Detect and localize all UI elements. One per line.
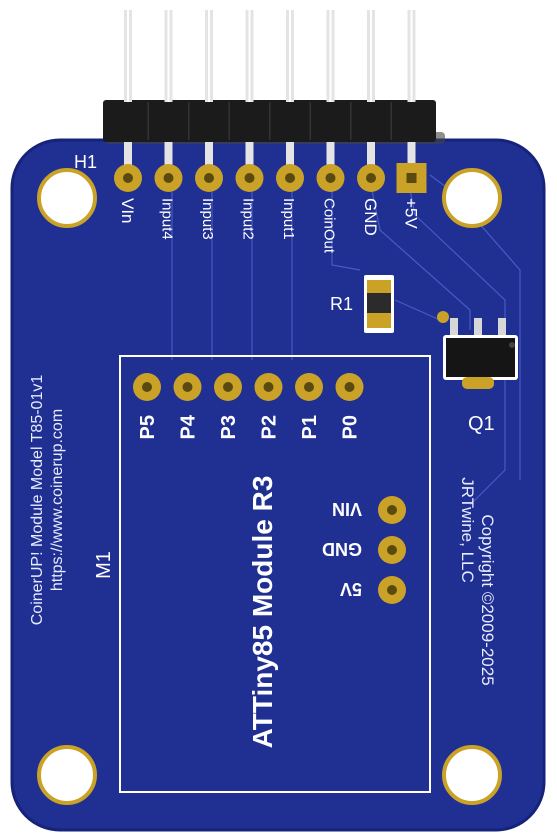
header-label-input3: Input3 — [199, 198, 216, 240]
header-pad-hole-gnd — [366, 173, 376, 183]
module-label-p0: P0 — [340, 415, 362, 439]
module-label-p1: P1 — [299, 415, 321, 439]
module-pad-hole-p4 — [182, 382, 193, 392]
header-ref-label: H1 — [74, 152, 97, 172]
module-pad-hole-p2 — [263, 382, 274, 392]
header-pins — [124, 10, 416, 172]
module-top-labels: P5 P4 P3 P2 P1 P0 — [137, 414, 362, 439]
header-pin-lower-input1 — [286, 142, 294, 172]
module-pad-hole-p1 — [304, 382, 314, 392]
mounting-hole-top-right — [442, 168, 502, 228]
module-ref-label: M1 — [93, 551, 115, 579]
module-title: ATTiny85 Module R3 — [247, 476, 278, 749]
header-pin-labels: VIn Input4 Input3 Input2 Input1 CoinOut GND +5V — [118, 198, 421, 254]
transistor-q1 — [437, 311, 518, 389]
header-pin-shine-input1 — [289, 10, 291, 102]
header-pin-shine-input4 — [167, 10, 170, 102]
module-side-pads — [378, 496, 406, 604]
module-label-p3: P3 — [218, 415, 240, 439]
header-label-gnd: GND — [361, 198, 380, 236]
header-label-input2: Input2 — [240, 198, 257, 240]
module-side-labels: VIN GND 5V — [322, 499, 362, 599]
transistor-ref-label: Q1 — [468, 413, 495, 435]
header-label-input1: Input1 — [280, 198, 297, 240]
header-pin-lower-coinout — [326, 142, 335, 172]
header-pad-hole-input4 — [163, 173, 174, 183]
header-pin-lower-input3 — [205, 142, 213, 172]
header-pin-lower-vin — [124, 142, 132, 172]
header-pin-shine-vin — [127, 10, 129, 102]
header-label-5v: +5V — [402, 198, 421, 229]
header-pin-shine-5v — [410, 10, 413, 102]
module-label-p2: P2 — [259, 415, 281, 439]
company-text: JRTwine, LLC — [458, 477, 477, 583]
mounting-hole-bottom-left — [37, 745, 97, 805]
header-label-coinout: CoinOut — [321, 198, 338, 254]
header-pin-shine-coinout — [329, 10, 332, 102]
module-side-pad-hole-gnd — [387, 545, 397, 555]
module-label-p4: P4 — [178, 414, 200, 439]
pcb-traces — [171, 174, 521, 506]
header-pin-shine-gnd — [370, 10, 372, 102]
header-pad-hole-input2 — [244, 173, 255, 183]
header-pin-shine-input3 — [208, 10, 210, 102]
module-pad-hole-p0 — [344, 382, 355, 392]
header-label-input4: Input4 — [159, 198, 176, 240]
mounting-hole-bottom-right — [442, 745, 502, 805]
mounting-holes — [37, 168, 502, 805]
mounting-hole-top-left — [37, 168, 97, 228]
module-pad-hole-p3 — [223, 382, 233, 392]
header-pad-hole-input3 — [204, 173, 214, 183]
resistor-ref-label: R1 — [330, 294, 353, 314]
header-label-vin: VIn — [118, 198, 137, 224]
website-text: https://www.coinerup.com — [49, 409, 66, 591]
copyright-text: Copyright ©2009-2025 — [478, 514, 497, 685]
module-side-label-vin: VIN — [332, 499, 362, 519]
module-side-label-gnd: GND — [322, 539, 362, 559]
module-side-pad-hole-5v — [387, 585, 397, 595]
module-pad-hole-p5 — [142, 382, 152, 392]
header-seams — [147, 102, 392, 140]
module-side-pad-hole-vin — [387, 505, 397, 515]
header-pin-lower-gnd — [367, 142, 375, 172]
module-label-p5: P5 — [137, 415, 159, 439]
module-outline — [119, 355, 431, 793]
header-pad-hole-5v — [406, 173, 417, 183]
module-top-pads — [133, 373, 364, 401]
header-pad-hole-input1 — [285, 173, 295, 183]
resistor-r1 — [364, 275, 394, 333]
module-side-label-5v: 5V — [340, 579, 362, 599]
header-pin-lower-input2 — [245, 142, 254, 172]
header-pad-hole-vin — [123, 173, 133, 183]
header-pads — [114, 163, 427, 193]
model-text: CoinerUP! Module Model T85-01v1 — [29, 375, 46, 626]
header-pin-lower-5v — [407, 142, 416, 172]
header-pad-hole-coinout — [325, 173, 336, 183]
header-pin-lower-input4 — [164, 142, 173, 172]
header-pin-shine-input2 — [248, 10, 251, 102]
